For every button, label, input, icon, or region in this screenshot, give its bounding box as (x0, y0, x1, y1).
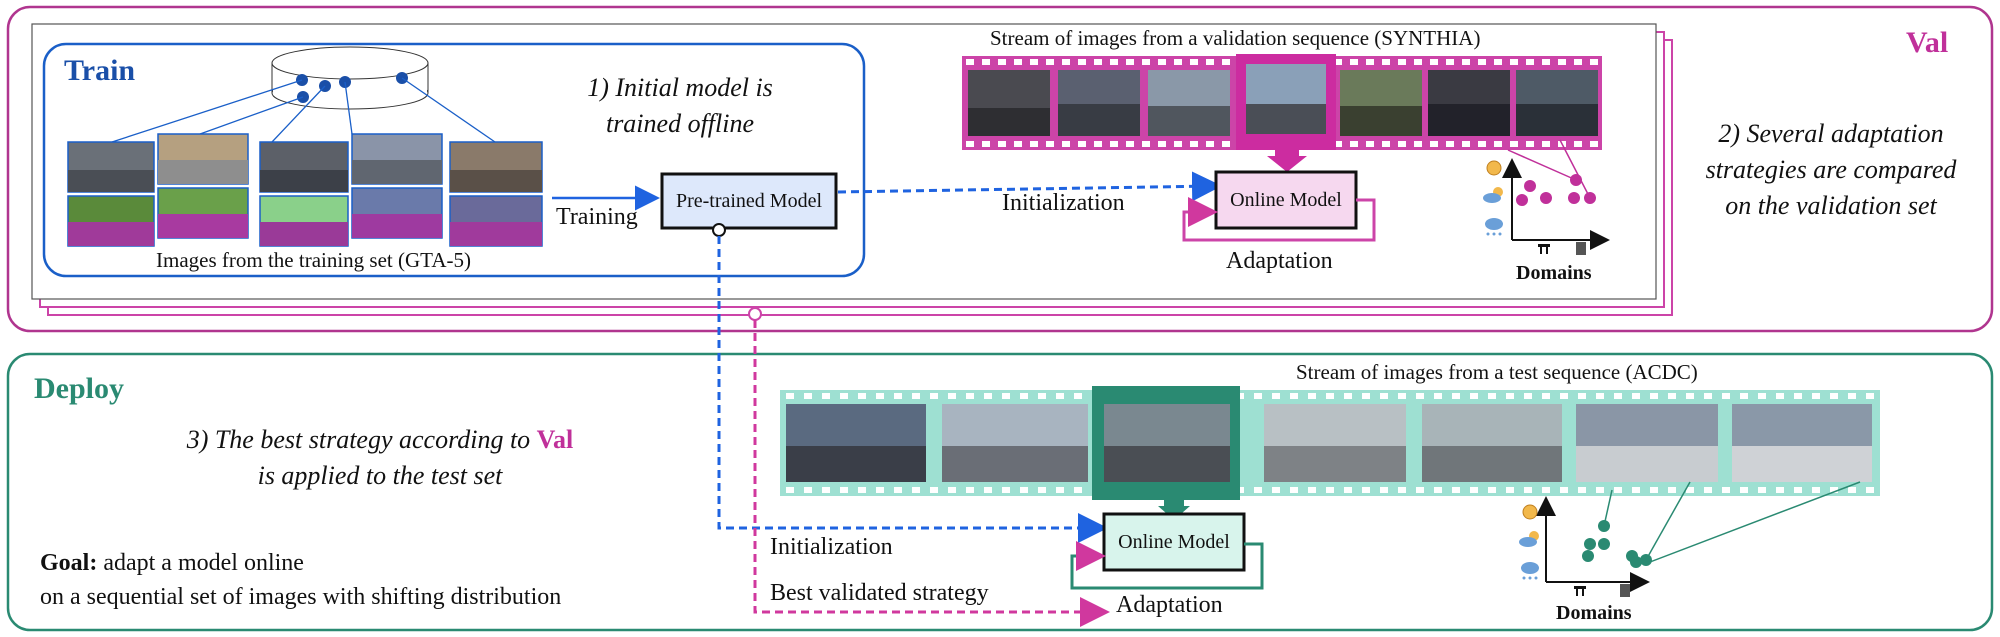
highway-icon (1574, 586, 1586, 596)
deploy-domains-label: Domains (1556, 602, 1632, 624)
cloud-sun-icon (1519, 531, 1539, 547)
cloud-sun-icon (1483, 187, 1503, 203)
deploy-title: Deploy (34, 372, 124, 405)
training-images-caption: Images from the training set (GTA-5) (156, 248, 471, 272)
pretrained-model-box: Pre-trained Model (675, 189, 823, 212)
deploy-adaptation-label: Adaptation (1116, 592, 1223, 618)
sun-icon (1486, 160, 1502, 176)
training-images (67, 133, 543, 247)
sun-icon (1522, 504, 1538, 520)
val-title: Val (1906, 26, 1949, 59)
val-container (6, 5, 1994, 333)
val-initialization-label: Initialization (1002, 190, 1125, 216)
train-note: 1) Initial model is trained offline (587, 73, 773, 138)
building-icon (1620, 584, 1630, 597)
deploy-online-model-box: Online Model (1118, 530, 1230, 553)
train-title: Train (64, 54, 136, 87)
deploy-note: 3) The best strategy according to Val is… (186, 425, 574, 490)
val-domain-plot (1502, 139, 1610, 250)
val-adaptation-label: Adaptation (1226, 248, 1333, 274)
snow-cloud-icon (1485, 218, 1503, 236)
deploy-initialization-label: Initialization (770, 534, 893, 560)
val-film-strip (962, 54, 1602, 150)
val-note: 2) Several adaptation strategies are com… (1705, 119, 1957, 220)
database-icon (271, 46, 429, 110)
test-film-strip (780, 386, 1880, 500)
train-container (42, 42, 866, 278)
val-stream-label: Stream of images from a validation seque… (990, 26, 1481, 50)
training-label: Training (556, 204, 638, 230)
test-domain-plot (1536, 481, 1861, 592)
goal-text: Goal: adapt a model online on a sequenti… (40, 550, 562, 610)
best-strategy-label: Best validated strategy (770, 580, 989, 606)
val-domains-label: Domains (1516, 262, 1592, 284)
highway-icon (1538, 244, 1550, 254)
test-stream-label: Stream of images from a test sequence (A… (1296, 360, 1698, 384)
building-icon (1576, 242, 1586, 255)
snow-cloud-icon (1521, 562, 1539, 580)
deploy-container (6, 352, 1994, 632)
val-online-model-box: Online Model (1230, 188, 1342, 211)
